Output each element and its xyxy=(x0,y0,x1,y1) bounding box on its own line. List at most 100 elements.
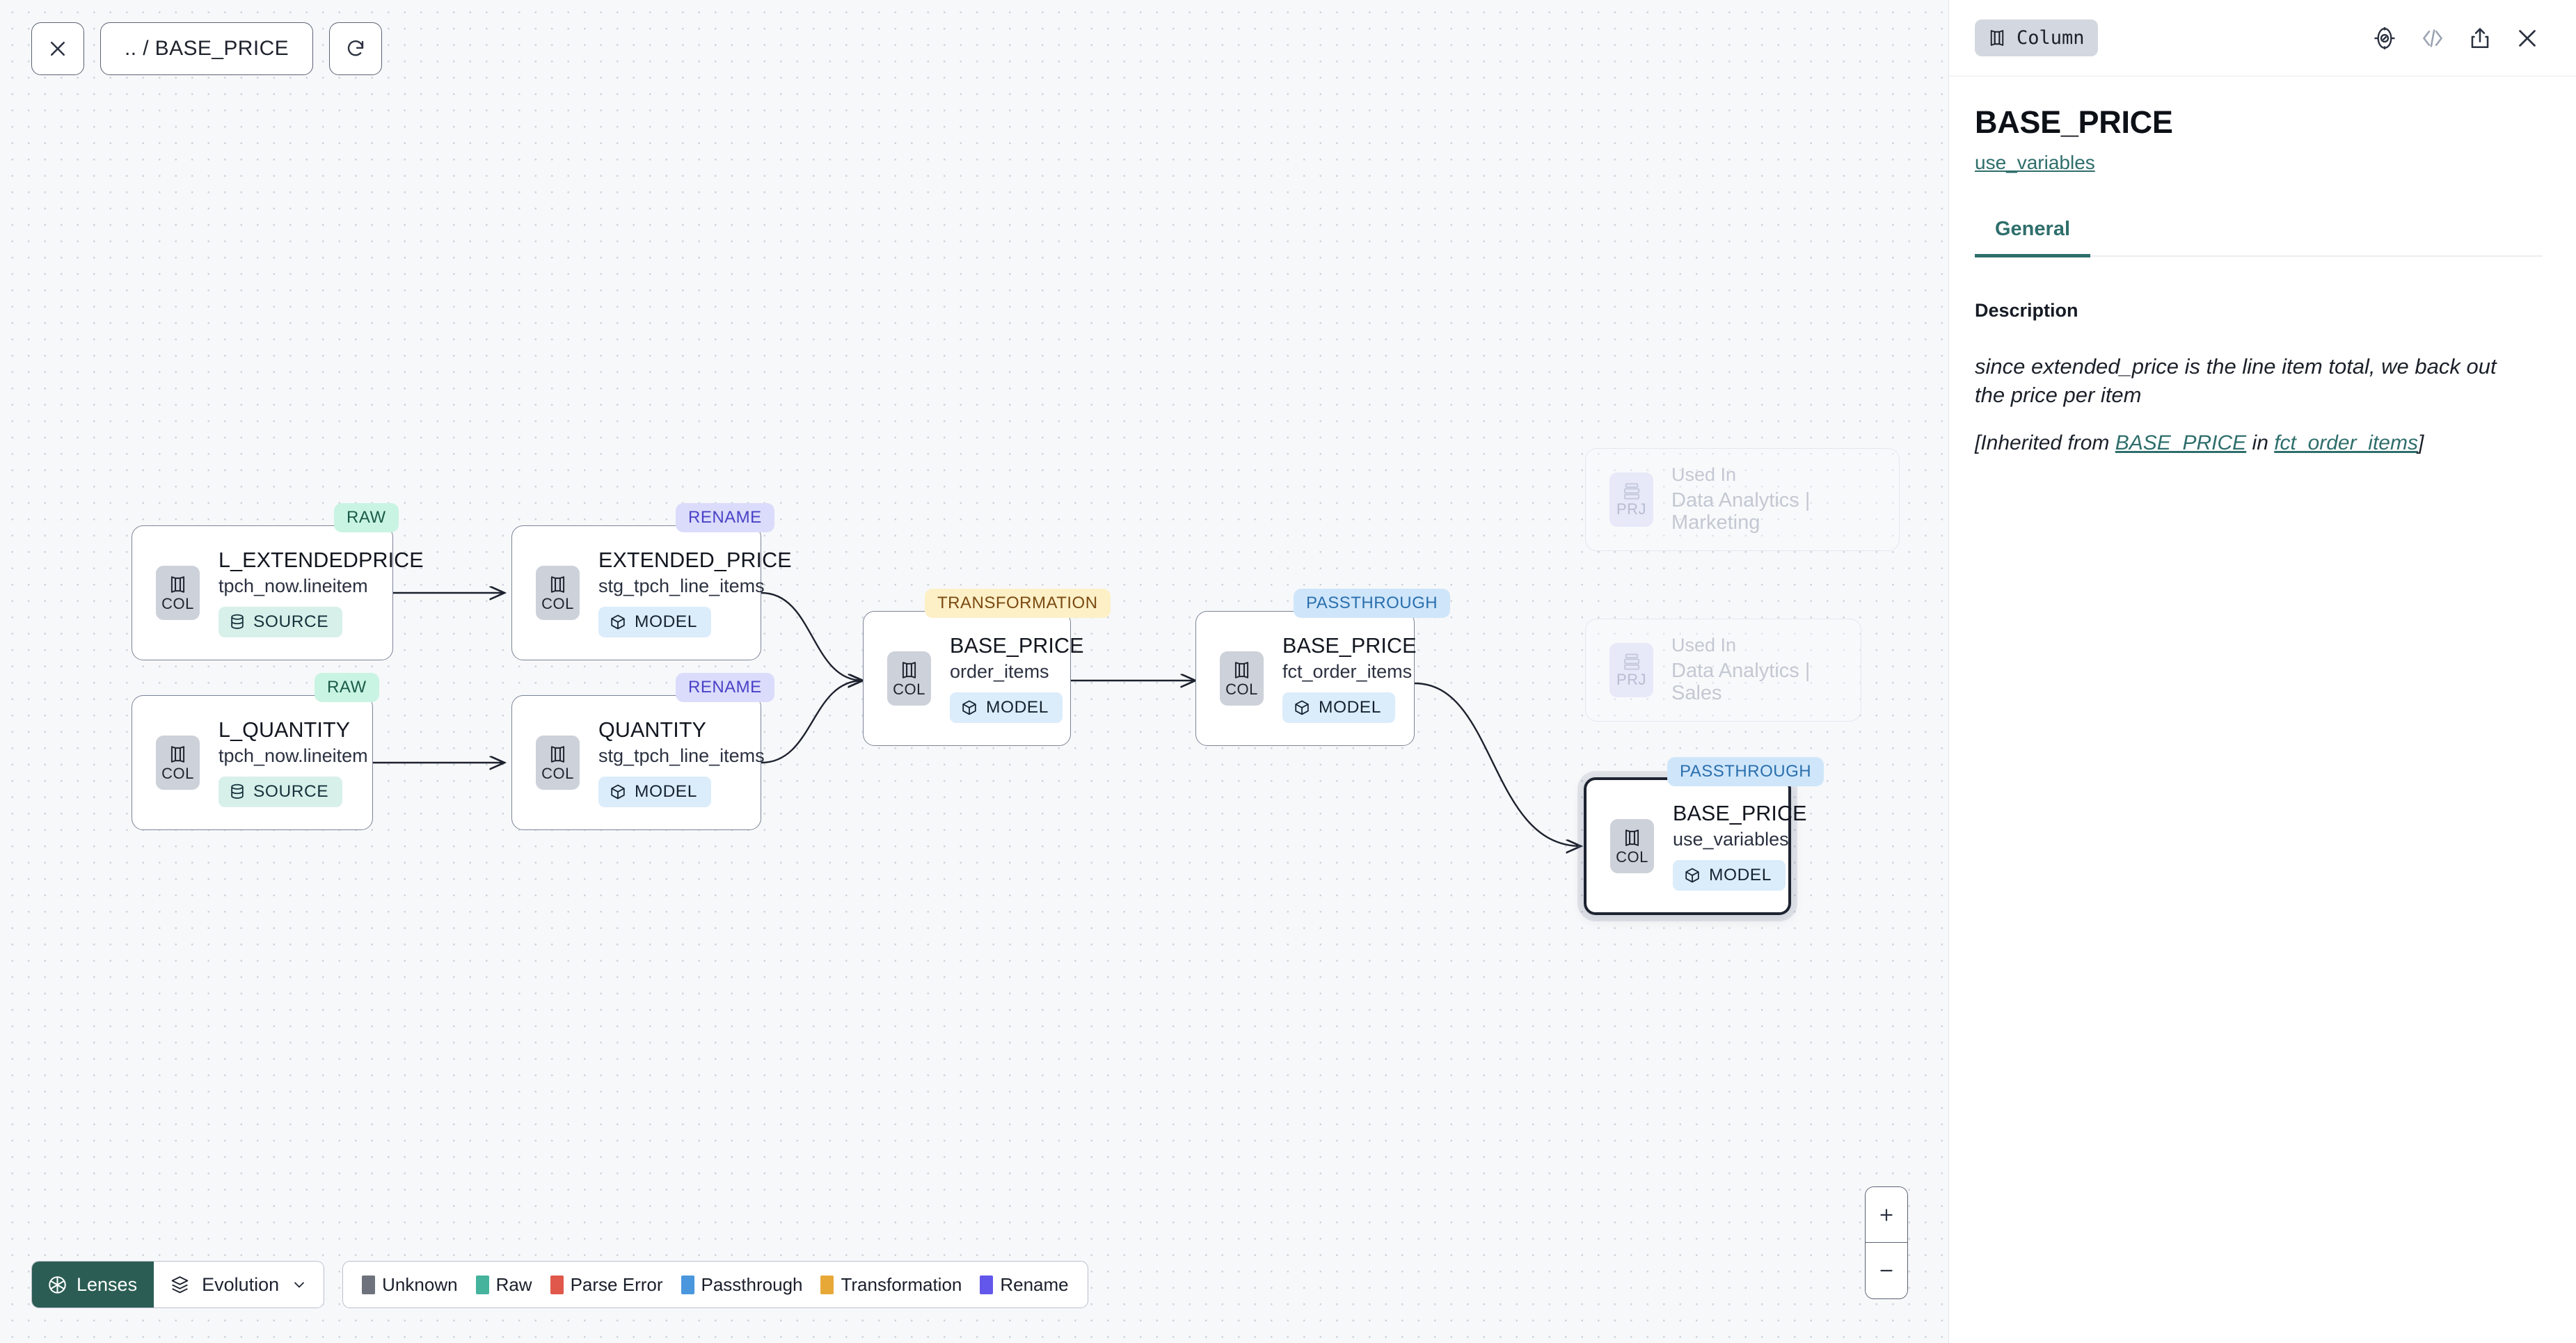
canvas-toolbar: .. / BASE_PRICE xyxy=(31,22,383,75)
prj-badge: PRJ xyxy=(1609,643,1653,697)
details-tabs: General xyxy=(1975,218,2543,257)
column-icon xyxy=(1988,28,2006,48)
col-badge-label: COL xyxy=(1225,681,1258,698)
legend-item[interactable]: Unknown xyxy=(362,1274,458,1296)
breadcrumb-path-button[interactable]: .. / BASE_PRICE xyxy=(100,22,314,75)
col-badge-label: COL xyxy=(541,595,574,612)
node-title: EXTENDED_PRICE xyxy=(598,548,792,572)
column-icon xyxy=(900,660,919,681)
node-title: L_EXTENDEDPRICE xyxy=(218,548,424,572)
prj-badge-label: PRJ xyxy=(1616,671,1647,688)
lineage-canvas[interactable]: .. / BASE_PRICE xyxy=(0,0,1948,1343)
close-button[interactable] xyxy=(31,22,84,75)
lenses-button[interactable]: Lenses xyxy=(32,1262,154,1308)
node-subtitle: stg_tpch_line_items xyxy=(598,745,765,766)
node-tag-raw: RAW xyxy=(334,503,399,532)
code-icon[interactable] xyxy=(2420,26,2445,51)
legend-swatch xyxy=(362,1275,376,1294)
zoom-controls xyxy=(1865,1186,1908,1299)
node-title: QUANTITY xyxy=(598,717,706,742)
inherited-prefix: [Inherited from xyxy=(1975,431,2115,455)
node-chip-model: MODEL xyxy=(598,607,711,638)
inherited-note: [Inherited from BASE_PRICE in fct_order_… xyxy=(1975,431,2543,455)
col-badge: COL xyxy=(536,736,580,790)
node-l-quantity[interactable]: COL L_QUANTITY tpch_now.lineitem SOURCE xyxy=(132,695,373,830)
chip-label: MODEL xyxy=(1319,698,1381,717)
lenses-group: Lenses Evolution xyxy=(31,1261,325,1308)
canvas-bottom-bar: Lenses Evolution Unknown Raw Parse Error Pa… xyxy=(31,1261,1088,1308)
node-quantity[interactable]: COL QUANTITY stg_tpch_line_items MODEL xyxy=(511,695,765,830)
legend-swatch xyxy=(980,1275,994,1294)
node-subtitle: tpch_now.lineitem xyxy=(218,575,368,596)
node-chip-model: MODEL xyxy=(950,692,1063,724)
description-label: Description xyxy=(1975,299,2078,321)
legend-swatch xyxy=(550,1275,564,1294)
details-panel-body: BASE_PRICE use_variables General Descrip… xyxy=(1949,77,2576,1343)
node-tag-passthrough: PASSTHROUGH xyxy=(1294,589,1451,618)
node-tag-rename: RENAME xyxy=(676,503,774,532)
node-chip-source: SOURCE xyxy=(218,777,343,808)
close-icon xyxy=(47,38,68,59)
evolution-label: Evolution xyxy=(202,1273,280,1295)
chip-label: MODEL xyxy=(635,612,697,632)
used-in-card[interactable]: PRJ Used In Data Analytics | Marketing xyxy=(1585,448,1900,551)
node-tag-passthrough: PASSTHROUGH xyxy=(1667,757,1824,786)
node-title: BASE_PRICE xyxy=(950,633,1084,658)
node-subtitle: order_items xyxy=(950,660,1049,682)
zoom-in-button[interactable] xyxy=(1866,1187,1907,1243)
node-base-price-order-items[interactable]: COL BASE_PRICE order_items MODEL xyxy=(863,611,1083,746)
column-icon xyxy=(1623,827,1641,848)
node-title: L_QUANTITY xyxy=(218,717,351,742)
legend-item[interactable]: Raw xyxy=(475,1273,532,1296)
aperture-icon xyxy=(47,1275,67,1295)
legend-label: Passthrough xyxy=(701,1273,803,1295)
explore-compass-icon[interactable] xyxy=(2372,26,2397,51)
evolution-dropdown[interactable]: Evolution xyxy=(154,1262,324,1308)
column-icon xyxy=(548,744,567,765)
used-in-label: Used In xyxy=(1671,634,1737,655)
chip-label: MODEL xyxy=(1709,866,1772,885)
tab-general[interactable]: General xyxy=(1975,218,2090,257)
column-icon xyxy=(168,744,187,765)
share-icon[interactable] xyxy=(2468,26,2492,51)
page-title: BASE_PRICE xyxy=(1975,104,2173,140)
legend-item[interactable]: Passthrough xyxy=(681,1273,803,1296)
node-chip-source: SOURCE xyxy=(218,607,343,638)
chip-label: SOURCE xyxy=(253,612,329,632)
legend-item[interactable]: Transformation xyxy=(820,1274,962,1296)
parent-model-link[interactable]: use_variables xyxy=(1975,152,2095,173)
col-badge: COL xyxy=(156,736,200,790)
legend-item[interactable]: Rename xyxy=(980,1273,1069,1296)
used-in-card[interactable]: PRJ Used In Data Analytics | Sales xyxy=(1585,619,1861,722)
description-text: since extended_price is the line item to… xyxy=(1975,353,2497,408)
col-badge: COL xyxy=(1610,819,1654,873)
project-icon xyxy=(1621,653,1642,671)
legend-label: Raw xyxy=(495,1273,532,1295)
node-base-price-use-variables[interactable]: COL BASE_PRICE use_variables MODEL xyxy=(1584,777,1806,915)
column-icon xyxy=(548,574,567,595)
legend-label: Rename xyxy=(1000,1273,1069,1295)
node-extended-price[interactable]: COL EXTENDED_PRICE stg_tpch_line_items M… xyxy=(511,525,792,660)
node-tag-transformation: TRANSFORMATION xyxy=(925,589,1111,618)
legend-item[interactable]: Parse Error xyxy=(550,1274,663,1296)
close-panel-icon[interactable] xyxy=(2515,26,2540,51)
node-base-price-fct-order-items[interactable]: COL BASE_PRICE fct_order_items MODEL xyxy=(1195,611,1416,746)
used-in-name: Data Analytics | Marketing xyxy=(1671,489,1811,534)
col-badge: COL xyxy=(1220,651,1264,706)
zoom-out-button[interactable] xyxy=(1866,1243,1907,1298)
minus-icon xyxy=(1877,1262,1895,1280)
node-l-extendedprice[interactable]: COL L_EXTENDEDPRICE tpch_now.lineitem SO… xyxy=(132,525,424,660)
prj-badge: PRJ xyxy=(1609,472,1653,527)
col-badge: COL xyxy=(536,566,580,620)
cube-icon xyxy=(610,614,626,631)
node-subtitle: stg_tpch_line_items xyxy=(598,575,765,596)
refresh-button[interactable] xyxy=(329,22,383,75)
chevron-down-icon xyxy=(291,1276,308,1293)
inherited-model-link[interactable]: fct_order_items xyxy=(2274,431,2418,455)
node-subtitle: fct_order_items xyxy=(1282,660,1413,682)
inherited-column-link[interactable]: BASE_PRICE xyxy=(2115,431,2247,455)
cube-icon xyxy=(1294,699,1310,717)
legend-swatch xyxy=(820,1275,834,1294)
breadcrumb-label: .. / BASE_PRICE xyxy=(125,37,289,60)
used-in-label: Used In xyxy=(1671,463,1737,485)
